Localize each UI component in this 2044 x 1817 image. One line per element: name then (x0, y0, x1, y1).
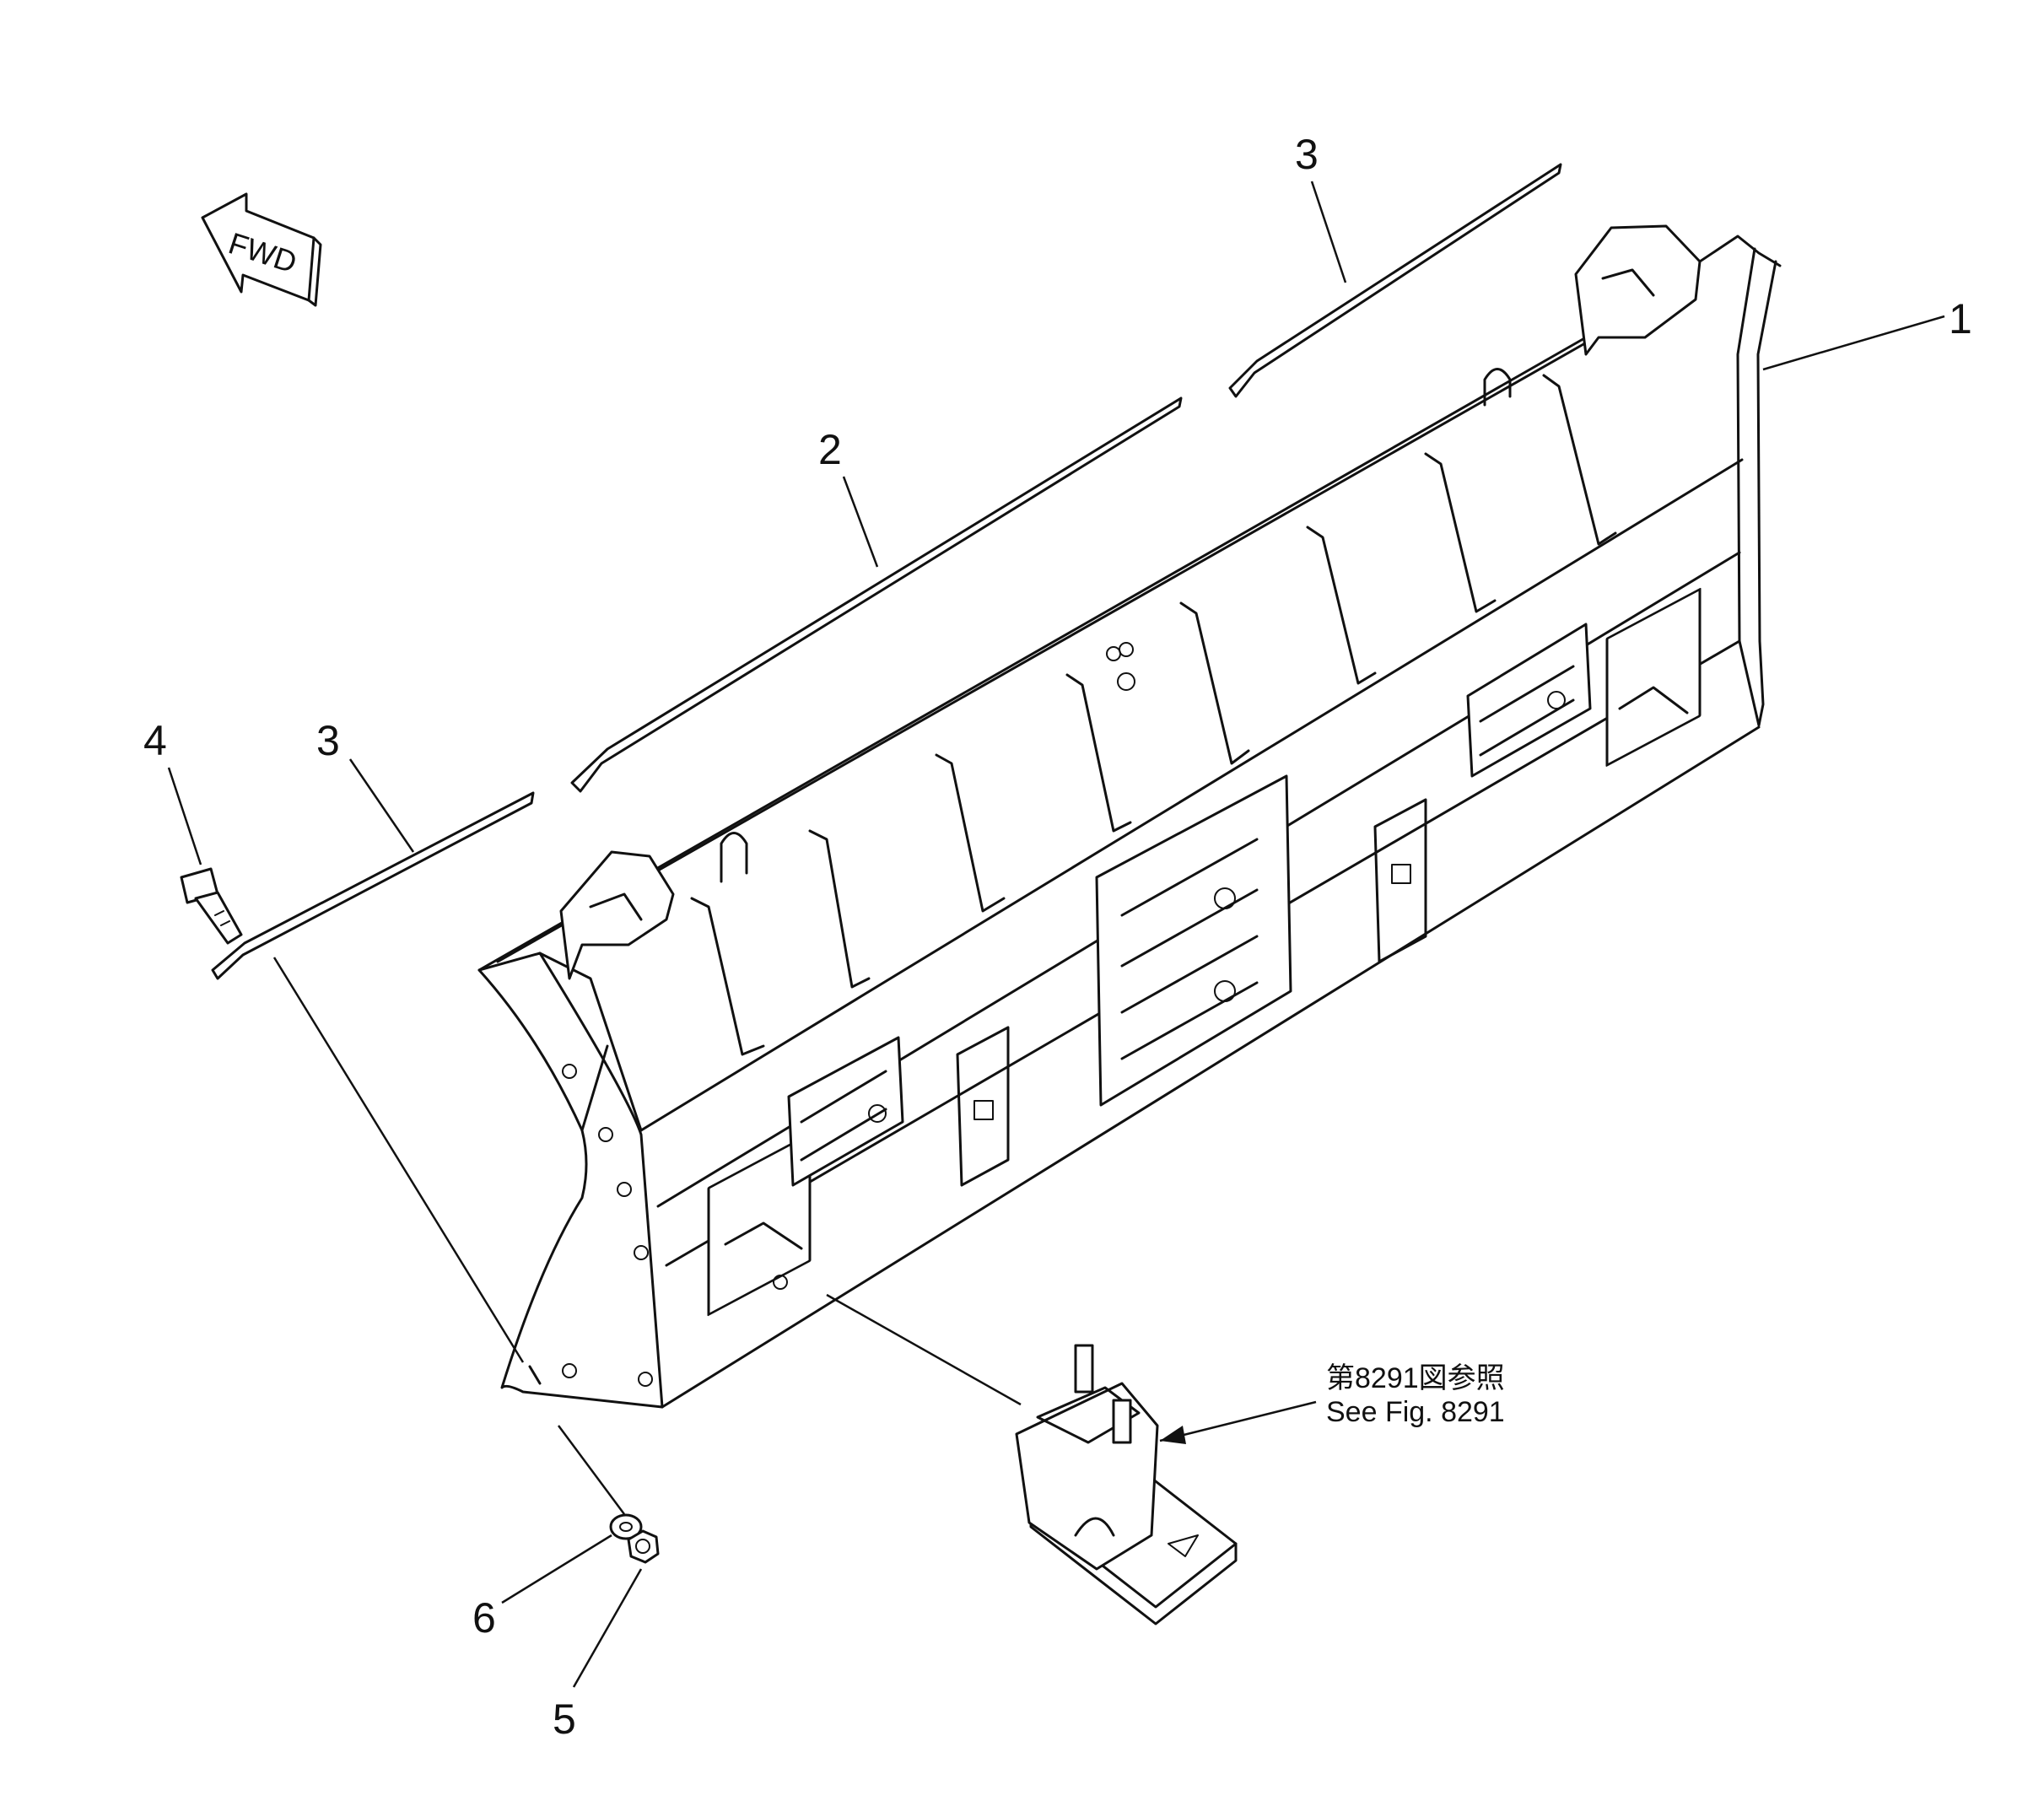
mount-block-right (1605, 587, 1702, 767)
reference-english: See Fig. 8291 (1326, 1396, 1505, 1428)
corner-bracket-right (1574, 224, 1702, 356)
pivot-bracket-subassembly (1015, 1344, 1238, 1626)
end-bit-right (1228, 163, 1562, 398)
center-holes (1106, 642, 1135, 691)
pad-plates (956, 798, 1427, 1187)
lifting-eye-left (720, 832, 748, 883)
callout-3-left: 3 (316, 717, 340, 764)
callout-4: 4 (143, 717, 167, 764)
blade-rib-panels (538, 374, 1617, 1132)
nut-icon (627, 1529, 660, 1564)
end-bit-left (211, 791, 535, 980)
callout-6: 6 (472, 1594, 496, 1642)
corner-bracket-left (559, 850, 675, 980)
figure-reference: 第8291図参照 See Fig. 8291 (1326, 1362, 1505, 1428)
fwd-arrow-icon: FWD (201, 192, 322, 307)
callout-5: 5 (553, 1696, 576, 1743)
tilt-bracket-right (1466, 623, 1592, 778)
callout-3-right: 3 (1295, 131, 1319, 178)
washer-icon (609, 1513, 643, 1540)
end-plate-holes (562, 1064, 653, 1387)
lifting-eye-right (1483, 368, 1512, 407)
callout-1: 1 (1949, 295, 1972, 342)
reference-japanese: 第8291図参照 (1326, 1362, 1505, 1394)
callouts: 1 2 3 3 4 5 6 (143, 131, 1972, 1743)
tilt-bracket-center (1095, 774, 1292, 1107)
callout-2: 2 (818, 426, 842, 473)
bolt-icon (180, 867, 243, 945)
leader-lines (167, 181, 1945, 1688)
tilt-bracket-left (787, 1036, 904, 1187)
cutting-edge-center (570, 396, 1183, 793)
mount-block-left (707, 1132, 812, 1317)
